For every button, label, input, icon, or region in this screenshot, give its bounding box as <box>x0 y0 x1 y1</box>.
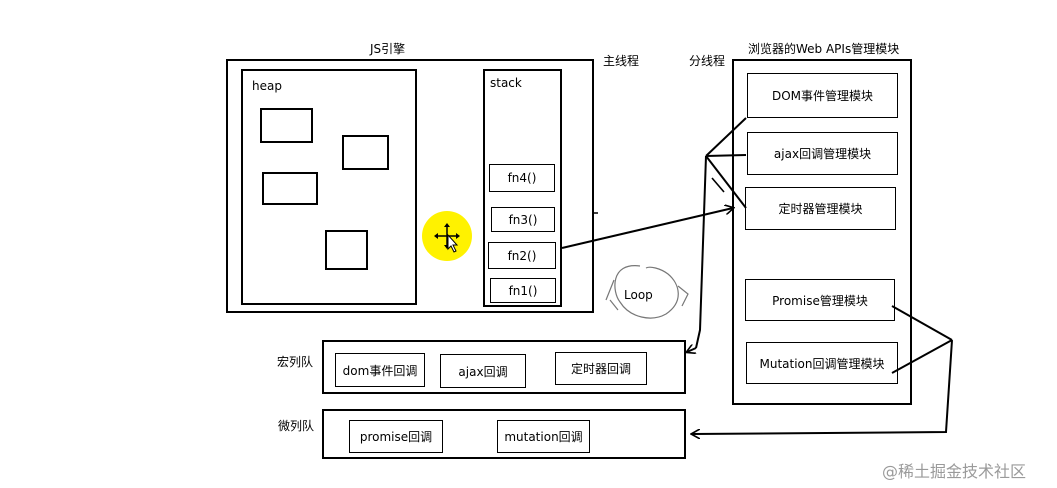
heap-object <box>262 172 318 205</box>
stack-box <box>483 69 562 307</box>
macro-queue-box <box>322 340 686 394</box>
browser-apis-title: 浏览器的Web APIs管理模块 <box>748 42 900 56</box>
heap-object <box>260 108 313 143</box>
main-thread-label: 主线程 <box>603 54 640 68</box>
stack-label: stack <box>490 76 522 90</box>
engine-title: JS引擎 <box>370 42 406 56</box>
ajax-callback-module: ajax回调管理模块 <box>747 132 898 175</box>
stack-frame: fn4() <box>489 164 555 192</box>
timer-module: 定时器管理模块 <box>745 187 896 230</box>
promise-module: Promise管理模块 <box>745 279 895 321</box>
stack-frame: fn1() <box>490 278 556 303</box>
browser-apis-box <box>732 59 912 405</box>
macro-queue-item: dom事件回调 <box>335 353 425 387</box>
stack-frame: fn2() <box>488 242 556 269</box>
heap-object <box>342 135 389 170</box>
heap-label: heap <box>252 79 282 93</box>
cursor-highlight <box>422 211 472 261</box>
watermark: @稀土掘金技术社区 <box>882 462 1027 481</box>
move-cursor-icon <box>434 223 460 253</box>
heap-box <box>241 69 417 305</box>
heap-object <box>325 230 368 270</box>
micro-queue-label: 微列队 <box>278 419 315 433</box>
mutation-module: Mutation回调管理模块 <box>746 342 898 384</box>
macro-queue-item: 定时器回调 <box>555 352 647 385</box>
micro-queue-box <box>322 409 686 459</box>
micro-queue-item: promise回调 <box>349 420 443 453</box>
loop-label: Loop <box>624 288 653 302</box>
worker-thread-label: 分线程 <box>689 54 726 68</box>
micro-queue-item: mutation回调 <box>497 420 590 453</box>
macro-queue-label: 宏列队 <box>277 355 314 369</box>
dom-event-module: DOM事件管理模块 <box>747 73 898 118</box>
stack-frame: fn3() <box>491 207 555 232</box>
macro-queue-item: ajax回调 <box>440 354 526 388</box>
js-engine-box <box>226 59 594 313</box>
